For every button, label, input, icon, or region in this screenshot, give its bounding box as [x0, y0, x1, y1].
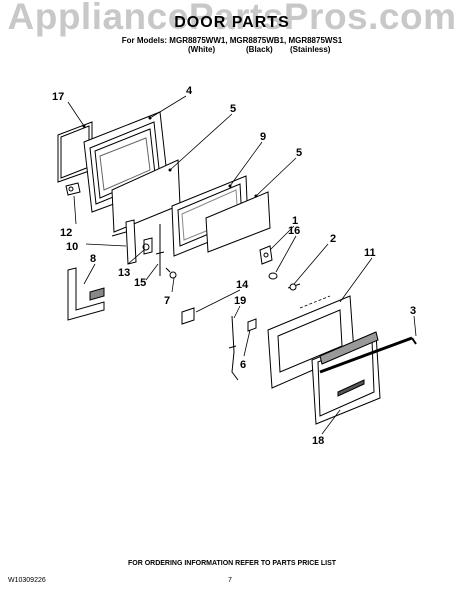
callout-9: 9: [260, 131, 266, 143]
part-8-side-trim: [67, 267, 105, 321]
ordering-note: FOR ORDERING INFORMATION REFER TO PARTS …: [127, 560, 337, 567]
part-5-glass-lower: [205, 191, 271, 253]
part-7-screw: [165, 267, 177, 279]
callout-16: 16: [288, 225, 300, 237]
part-6-clip: [247, 318, 257, 332]
leader-dots: [82, 116, 258, 198]
callout-2: 2: [330, 233, 336, 245]
part-3-door-handle: [319, 336, 417, 374]
page-title: DOOR PARTS: [174, 14, 290, 31]
callout-11: 11: [364, 247, 376, 259]
part-15-rod: [155, 224, 165, 276]
part-12-bracket: [65, 182, 81, 196]
model-list: For Models: MGR8875WW1, MGR8875WB1, MGR8…: [121, 36, 343, 45]
callout-7: 7: [164, 295, 170, 307]
callout-14: 14: [236, 279, 249, 291]
part-14-block: [181, 307, 195, 325]
callout-12: 12: [60, 227, 72, 239]
callout-4: 4: [186, 85, 193, 97]
watermark-text: AppliancePartsPros.com: [7, 0, 457, 37]
document-number: W10309226: [8, 577, 46, 584]
callout-17: 17: [52, 91, 64, 103]
part-10-hinge: [111, 219, 153, 265]
callout-10: 10: [66, 241, 78, 253]
callout-1: 1: [292, 215, 298, 227]
variant-black: (Black): [246, 45, 273, 54]
part-19-wire-harness: [228, 315, 239, 381]
leader-lines: [67, 95, 417, 435]
callout-15: 15: [134, 277, 146, 289]
callout-3: 3: [410, 305, 416, 317]
callout-18: 18: [312, 435, 324, 447]
page-number: 7: [228, 577, 232, 584]
variant-stainless: (Stainless): [290, 45, 331, 54]
callout-19: 19: [234, 295, 246, 307]
callout-8: 8: [90, 253, 96, 265]
part-2-screw: [287, 283, 301, 291]
variant-white: (White): [188, 45, 216, 54]
part-1-clip: [259, 245, 273, 265]
callout-5-upper: 5: [230, 103, 236, 115]
part-16-bumper: [268, 272, 278, 280]
callout-6: 6: [240, 359, 246, 371]
callout-5-lower: 5: [296, 147, 302, 159]
callout-13: 13: [118, 267, 130, 279]
